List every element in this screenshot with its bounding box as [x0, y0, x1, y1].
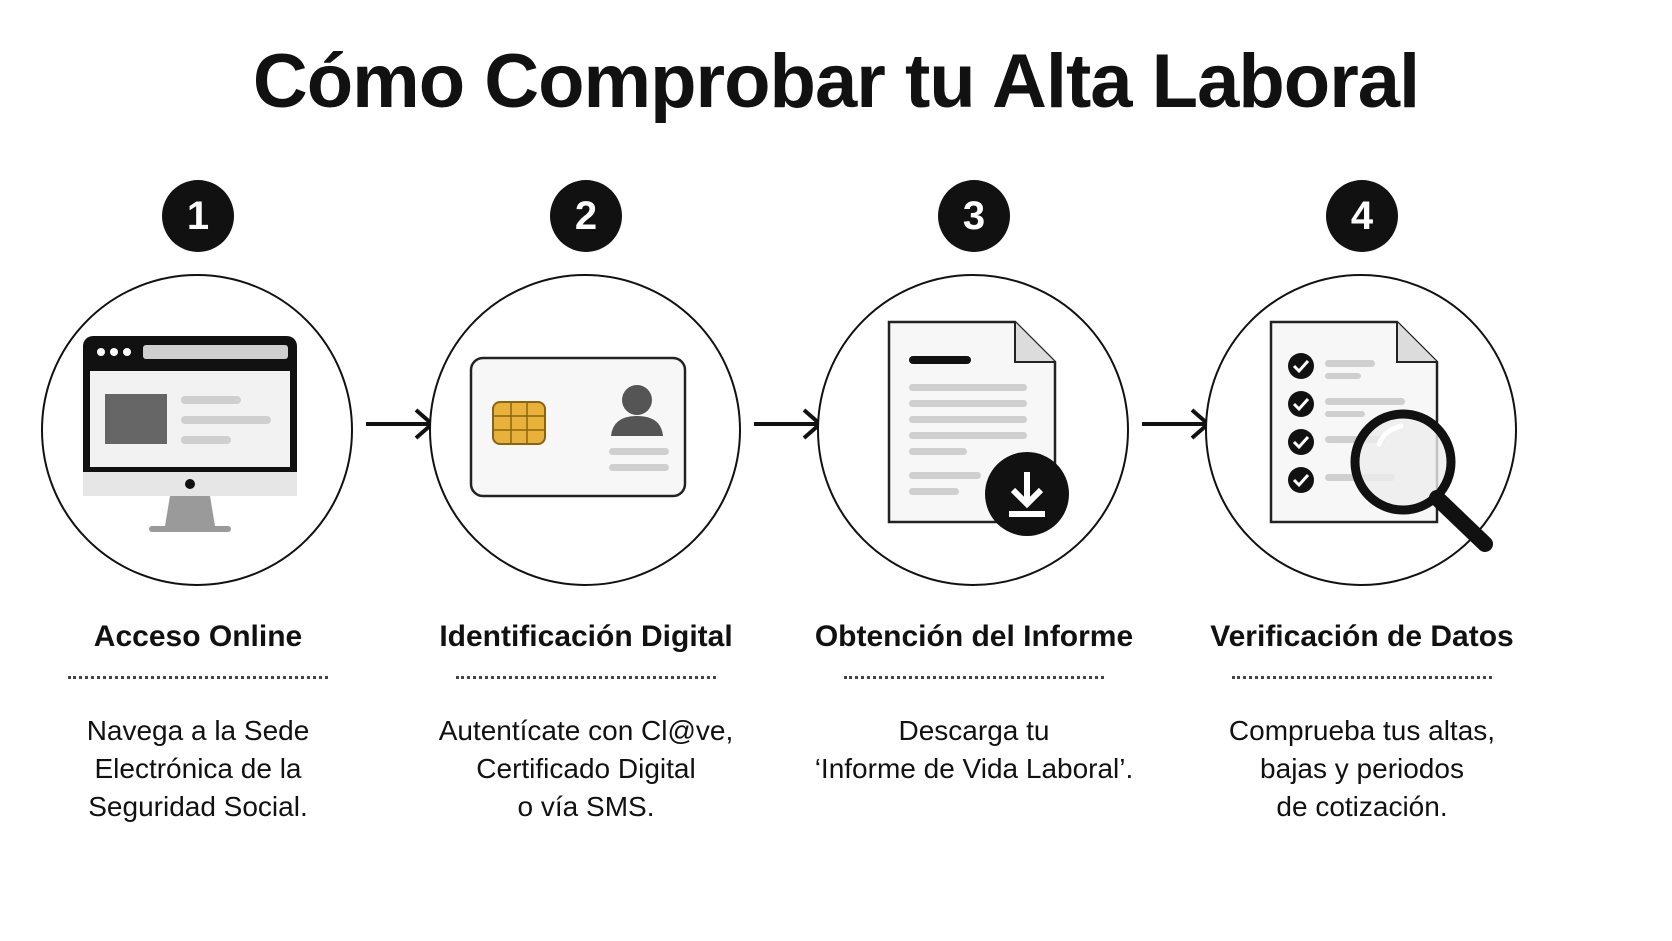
checklist-magnifier-icon — [1269, 320, 1493, 552]
id-card-chip-icon — [469, 356, 687, 498]
description-line: Electrónica de la — [94, 753, 302, 784]
description-line: Certificado Digital — [476, 753, 696, 784]
step-icon-circle — [429, 274, 741, 586]
computer-monitor-icon — [83, 336, 297, 532]
description-line: Descarga tu — [898, 715, 1050, 746]
description-line: Seguridad Social. — [88, 791, 308, 822]
step-icon-circle — [1205, 274, 1517, 586]
dotted-divider — [1232, 676, 1492, 679]
step-description: Descarga tu ‘Informe de Vida Laboral’. — [764, 712, 1184, 788]
check-icon — [1288, 429, 1314, 455]
description-line: Autentícate con Cl@ve, — [438, 715, 734, 746]
step-number-badge: 1 — [162, 180, 234, 252]
description-line: o vía SMS. — [517, 791, 655, 822]
step-description: Navega a la Sede Electrónica de la Segur… — [0, 712, 408, 826]
step-title: Verificación de Datos — [1210, 620, 1514, 653]
check-icon — [1288, 391, 1314, 417]
description-line: de cotización. — [1276, 791, 1448, 822]
dotted-divider — [844, 676, 1104, 679]
check-icon — [1288, 467, 1314, 493]
description-line: ‘Informe de Vida Laboral’. — [814, 753, 1134, 784]
dotted-divider — [68, 676, 328, 679]
step-icon-circle — [817, 274, 1129, 586]
step-description: Autentícate con Cl@ve, Certificado Digit… — [376, 712, 796, 826]
check-icon — [1288, 353, 1314, 379]
step-title: Identificación Digital — [439, 620, 733, 653]
step-title: Acceso Online — [93, 620, 303, 653]
page-title: Cómo Comprobar tu Alta Laboral — [252, 39, 1420, 124]
step-number-badge: 4 — [1326, 180, 1398, 252]
step-number-badge: 2 — [550, 180, 622, 252]
description-line: Navega a la Sede — [86, 715, 310, 746]
description-line: Comprueba tus altas, — [1228, 715, 1496, 746]
step-title: Obtención del Informe — [814, 620, 1134, 653]
step-icon-circle — [41, 274, 353, 586]
magnifying-glass-icon — [1350, 409, 1493, 552]
document-download-icon — [887, 320, 1069, 536]
description-line: bajas y periodos — [1260, 753, 1464, 784]
dotted-divider — [456, 676, 716, 679]
step-description: Comprueba tus altas, bajas y periodos de… — [1152, 712, 1572, 826]
step-number-badge: 3 — [938, 180, 1010, 252]
